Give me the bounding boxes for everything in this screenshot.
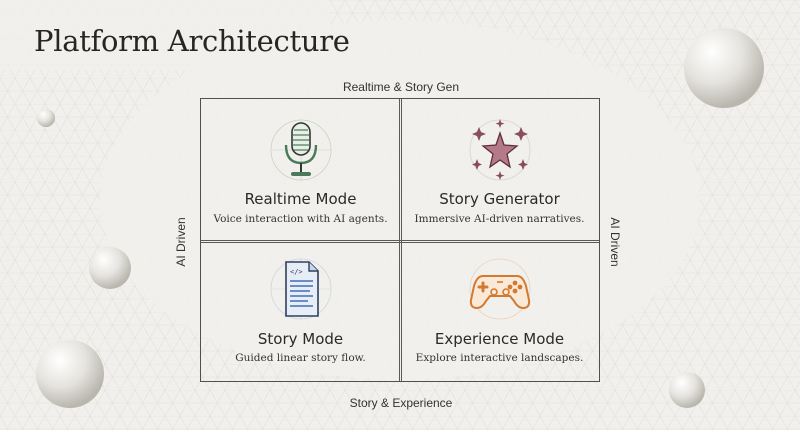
page-title: Platform Architecture	[34, 24, 350, 58]
quadrant-description: Explore interactive landscapes.	[415, 352, 584, 364]
architecture-quadrant-grid: Realtime Mode Voice interaction with AI …	[200, 98, 600, 382]
grid-divider-horizontal	[201, 240, 599, 243]
quadrant-description: Immersive AI-driven narratives.	[414, 213, 585, 225]
quadrant-description: Guided linear story flow.	[235, 352, 366, 364]
decorative-sphere	[37, 109, 55, 127]
sparkles-icon	[469, 119, 530, 181]
svg-text:</>: </>	[290, 268, 303, 276]
axis-label-right: AI Driven	[608, 217, 622, 267]
gamepad-icon	[469, 258, 530, 320]
decorative-sphere	[684, 28, 764, 108]
quadrant-experience-mode[interactable]: Experience Mode Explore interactive land…	[400, 240, 599, 381]
quadrant-title: Realtime Mode	[244, 190, 357, 208]
quadrant-realtime-mode[interactable]: Realtime Mode Voice interaction with AI …	[201, 99, 400, 240]
document-icon: </>	[270, 258, 331, 320]
quadrant-title: Story Generator	[439, 190, 560, 208]
quadrant-story-mode[interactable]: </> Story Mode Guided linear story flow.	[201, 240, 400, 381]
quadrant-story-generator[interactable]: Story Generator Immersive AI-driven narr…	[400, 99, 599, 240]
quadrant-title: Experience Mode	[434, 330, 565, 348]
microphone-icon	[270, 119, 331, 181]
axis-label-top: Realtime & Story Gen	[342, 80, 460, 94]
quadrant-description: Voice interaction with AI agents.	[213, 213, 388, 225]
quadrant-title: Story Mode	[257, 330, 344, 348]
axis-label-left: AI Driven	[174, 217, 188, 267]
decorative-sphere	[89, 247, 131, 289]
decorative-sphere	[669, 372, 705, 408]
decorative-sphere	[36, 340, 104, 408]
axis-label-bottom: Story & Experience	[349, 396, 453, 410]
